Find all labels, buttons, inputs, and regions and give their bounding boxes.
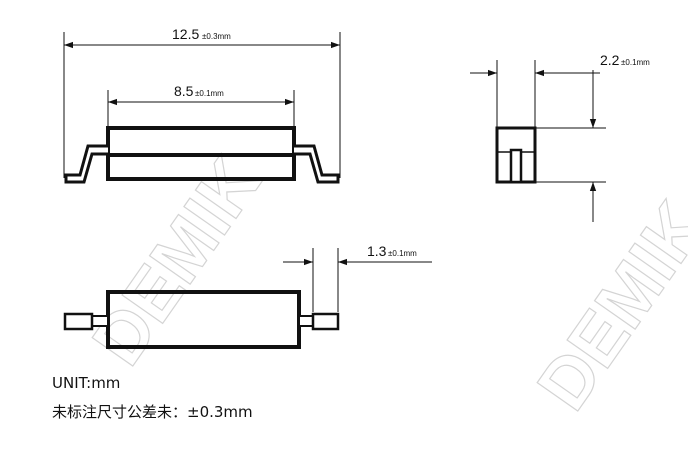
terminal-right-pad xyxy=(311,312,340,331)
dim-terminal-value: 1.3 xyxy=(367,243,387,259)
general-tolerance-note: 未标注尺寸公差未：±0.3mm xyxy=(52,403,253,421)
dim-overall-tolerance: ±0.3mm xyxy=(202,32,231,41)
end-view xyxy=(470,60,606,222)
watermark-group: DEMIK DEMIK xyxy=(77,143,688,425)
terminal-left-pad xyxy=(63,312,94,331)
dim-height-value: 2.2 xyxy=(600,52,620,68)
dim-height-tolerance: ±0.1mm xyxy=(621,58,650,67)
top-view xyxy=(63,248,432,349)
lead-right xyxy=(294,144,340,184)
dim-overall-value: 12.5 xyxy=(172,26,199,42)
terminal-right-stub xyxy=(298,315,314,327)
watermark-right: DEMIK xyxy=(523,188,688,424)
terminal-left-stub xyxy=(91,315,109,327)
dim-body-tolerance: ±0.1mm xyxy=(195,89,224,98)
dim-terminal-tolerance: ±0.1mm xyxy=(388,249,417,258)
lead-left xyxy=(64,144,108,184)
side-view xyxy=(63,32,341,184)
dim-body-value: 8.5 xyxy=(174,83,194,99)
end-lead xyxy=(509,148,523,184)
unit-note: UNIT:mm xyxy=(52,374,121,392)
